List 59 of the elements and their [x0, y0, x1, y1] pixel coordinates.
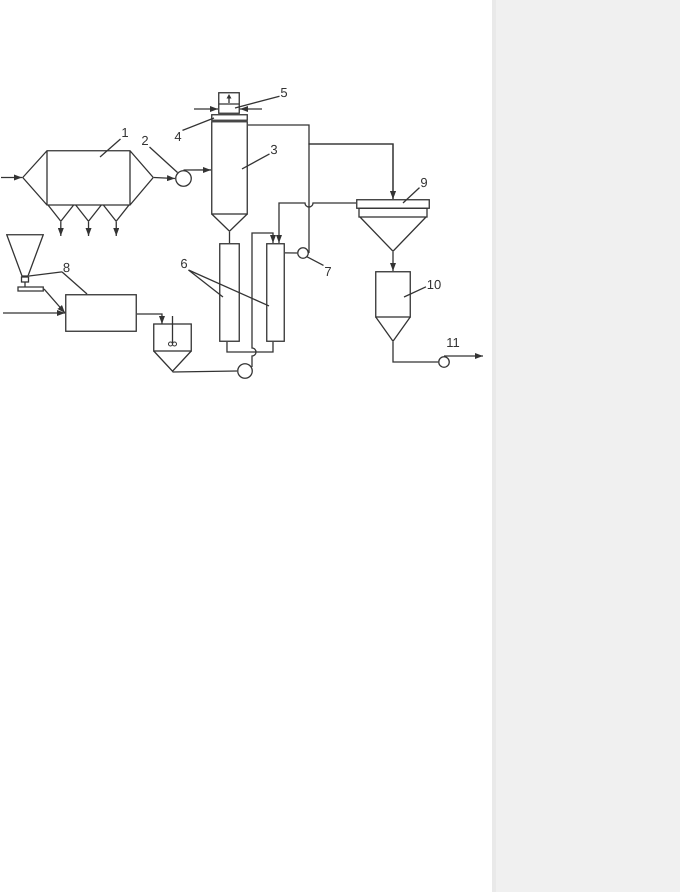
callout-number: 9: [420, 175, 428, 189]
conical-vessel: [375, 271, 411, 342]
leader-line: [306, 256, 324, 266]
pump-symbol: [175, 170, 192, 187]
flange-band: [211, 114, 248, 121]
pump-symbol: [438, 356, 450, 368]
flow-arrow: [276, 202, 356, 243]
leader-line: [242, 153, 270, 170]
flow-arrow: [86, 222, 92, 236]
pump-symbol: [297, 247, 309, 259]
flow-line: [172, 370, 238, 373]
callout-number: 3: [270, 142, 278, 156]
callout-number: 10: [426, 277, 442, 291]
flow-line: [228, 232, 230, 243]
flow-arrow: [184, 166, 211, 173]
leader-line: [149, 146, 178, 173]
leader-line: [182, 117, 214, 131]
callout-number: 4: [174, 129, 182, 143]
stirred-tank: [153, 316, 192, 372]
flow-arrow: [240, 106, 262, 112]
flow-line: [392, 342, 438, 363]
flow-arrow: [113, 222, 120, 236]
flow-line: [226, 342, 274, 353]
flow-arrow: [1, 174, 22, 180]
leader-line: [234, 96, 280, 109]
flow-arrow: [137, 313, 165, 324]
rectangular-tank: [65, 294, 137, 332]
flow-arrow: [444, 353, 483, 359]
leader-line: [188, 269, 270, 307]
callout-number: 5: [280, 85, 288, 99]
leader-line: [100, 138, 121, 158]
filter-funnel: [356, 199, 430, 252]
hexagonal-vessel: [22, 150, 154, 222]
flow-arrow: [390, 252, 396, 271]
leader-line: [404, 286, 426, 298]
callout-number: 11: [445, 335, 461, 349]
flow-arrow: [194, 106, 218, 112]
tall-column: [266, 243, 285, 342]
callout-number: 7: [324, 264, 332, 278]
flow-arrow: [44, 288, 66, 314]
callout-number: 1: [120, 125, 130, 139]
callout-number: 6: [180, 256, 188, 270]
flow-arrow: [308, 143, 396, 253]
callout-number: 2: [140, 133, 150, 147]
leader-line: [28, 271, 62, 277]
leader-line: [402, 187, 420, 204]
flow-line: [285, 252, 297, 254]
leader-line: [62, 271, 88, 294]
tall-column: [219, 243, 240, 342]
callout-number: 8: [62, 260, 71, 274]
pump-symbol: [237, 363, 253, 379]
flow-arrow: [154, 175, 176, 182]
flow-arrow: [3, 310, 65, 316]
feed-hopper: [6, 234, 44, 292]
flow-arrow: [251, 232, 276, 367]
conical-column: [211, 121, 248, 232]
flow-arrow: [58, 222, 64, 236]
top-chamber: [218, 92, 240, 114]
leader-line: [188, 269, 224, 298]
